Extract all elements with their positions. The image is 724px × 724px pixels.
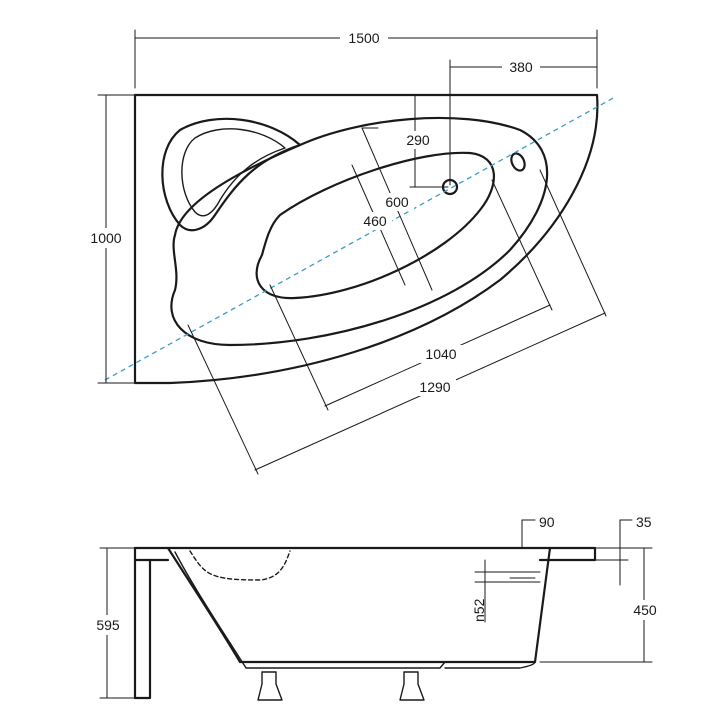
dim-1290-ext-left bbox=[187, 324, 259, 475]
dim-35-label: 35 bbox=[636, 514, 652, 530]
dim-1290-label: 1290 bbox=[419, 379, 450, 395]
headrest-hidden-line bbox=[189, 550, 291, 581]
dim-380-label: 380 bbox=[509, 59, 533, 75]
headrest-contour bbox=[161, 117, 302, 232]
rim-top bbox=[133, 546, 597, 562]
dim-1040-ext-left bbox=[269, 284, 329, 411]
dim-1290-ext-right bbox=[539, 169, 607, 317]
foot-left-icon bbox=[257, 671, 283, 701]
headrest-inner-contour bbox=[181, 128, 286, 217]
dim-90-label: 90 bbox=[539, 514, 555, 530]
dim-1000-label: 1000 bbox=[90, 230, 121, 246]
dim-595-label: 595 bbox=[96, 617, 120, 633]
dim-1500-label: 1500 bbox=[348, 30, 379, 46]
dim-460-label: 460 bbox=[363, 213, 387, 229]
front-apron bbox=[133, 546, 152, 700]
dim-290-label: 290 bbox=[406, 132, 430, 148]
basin-rim-contour bbox=[170, 116, 549, 347]
basin-floor-step bbox=[444, 661, 536, 669]
symmetry-axis bbox=[104, 96, 616, 381]
basin-bottom-oval bbox=[255, 151, 495, 300]
foot-right-icon bbox=[399, 671, 425, 701]
tub-outer-contour bbox=[133, 93, 599, 385]
basin-inner-profile bbox=[174, 551, 446, 669]
top-view: 1500 380 1000 290 600 460 1040 bbox=[86, 28, 616, 475]
dim-600-label: 600 bbox=[385, 194, 409, 210]
overflow-icon bbox=[510, 152, 526, 172]
dim-450-label: 450 bbox=[633, 602, 657, 618]
side-view: n52 595 450 35 90 bbox=[90, 514, 662, 701]
basin-profile bbox=[166, 546, 552, 664]
overflow-label: n52 bbox=[471, 598, 487, 622]
dim-1040-label: 1040 bbox=[425, 346, 456, 362]
dim-1040-ext-right bbox=[491, 179, 553, 311]
